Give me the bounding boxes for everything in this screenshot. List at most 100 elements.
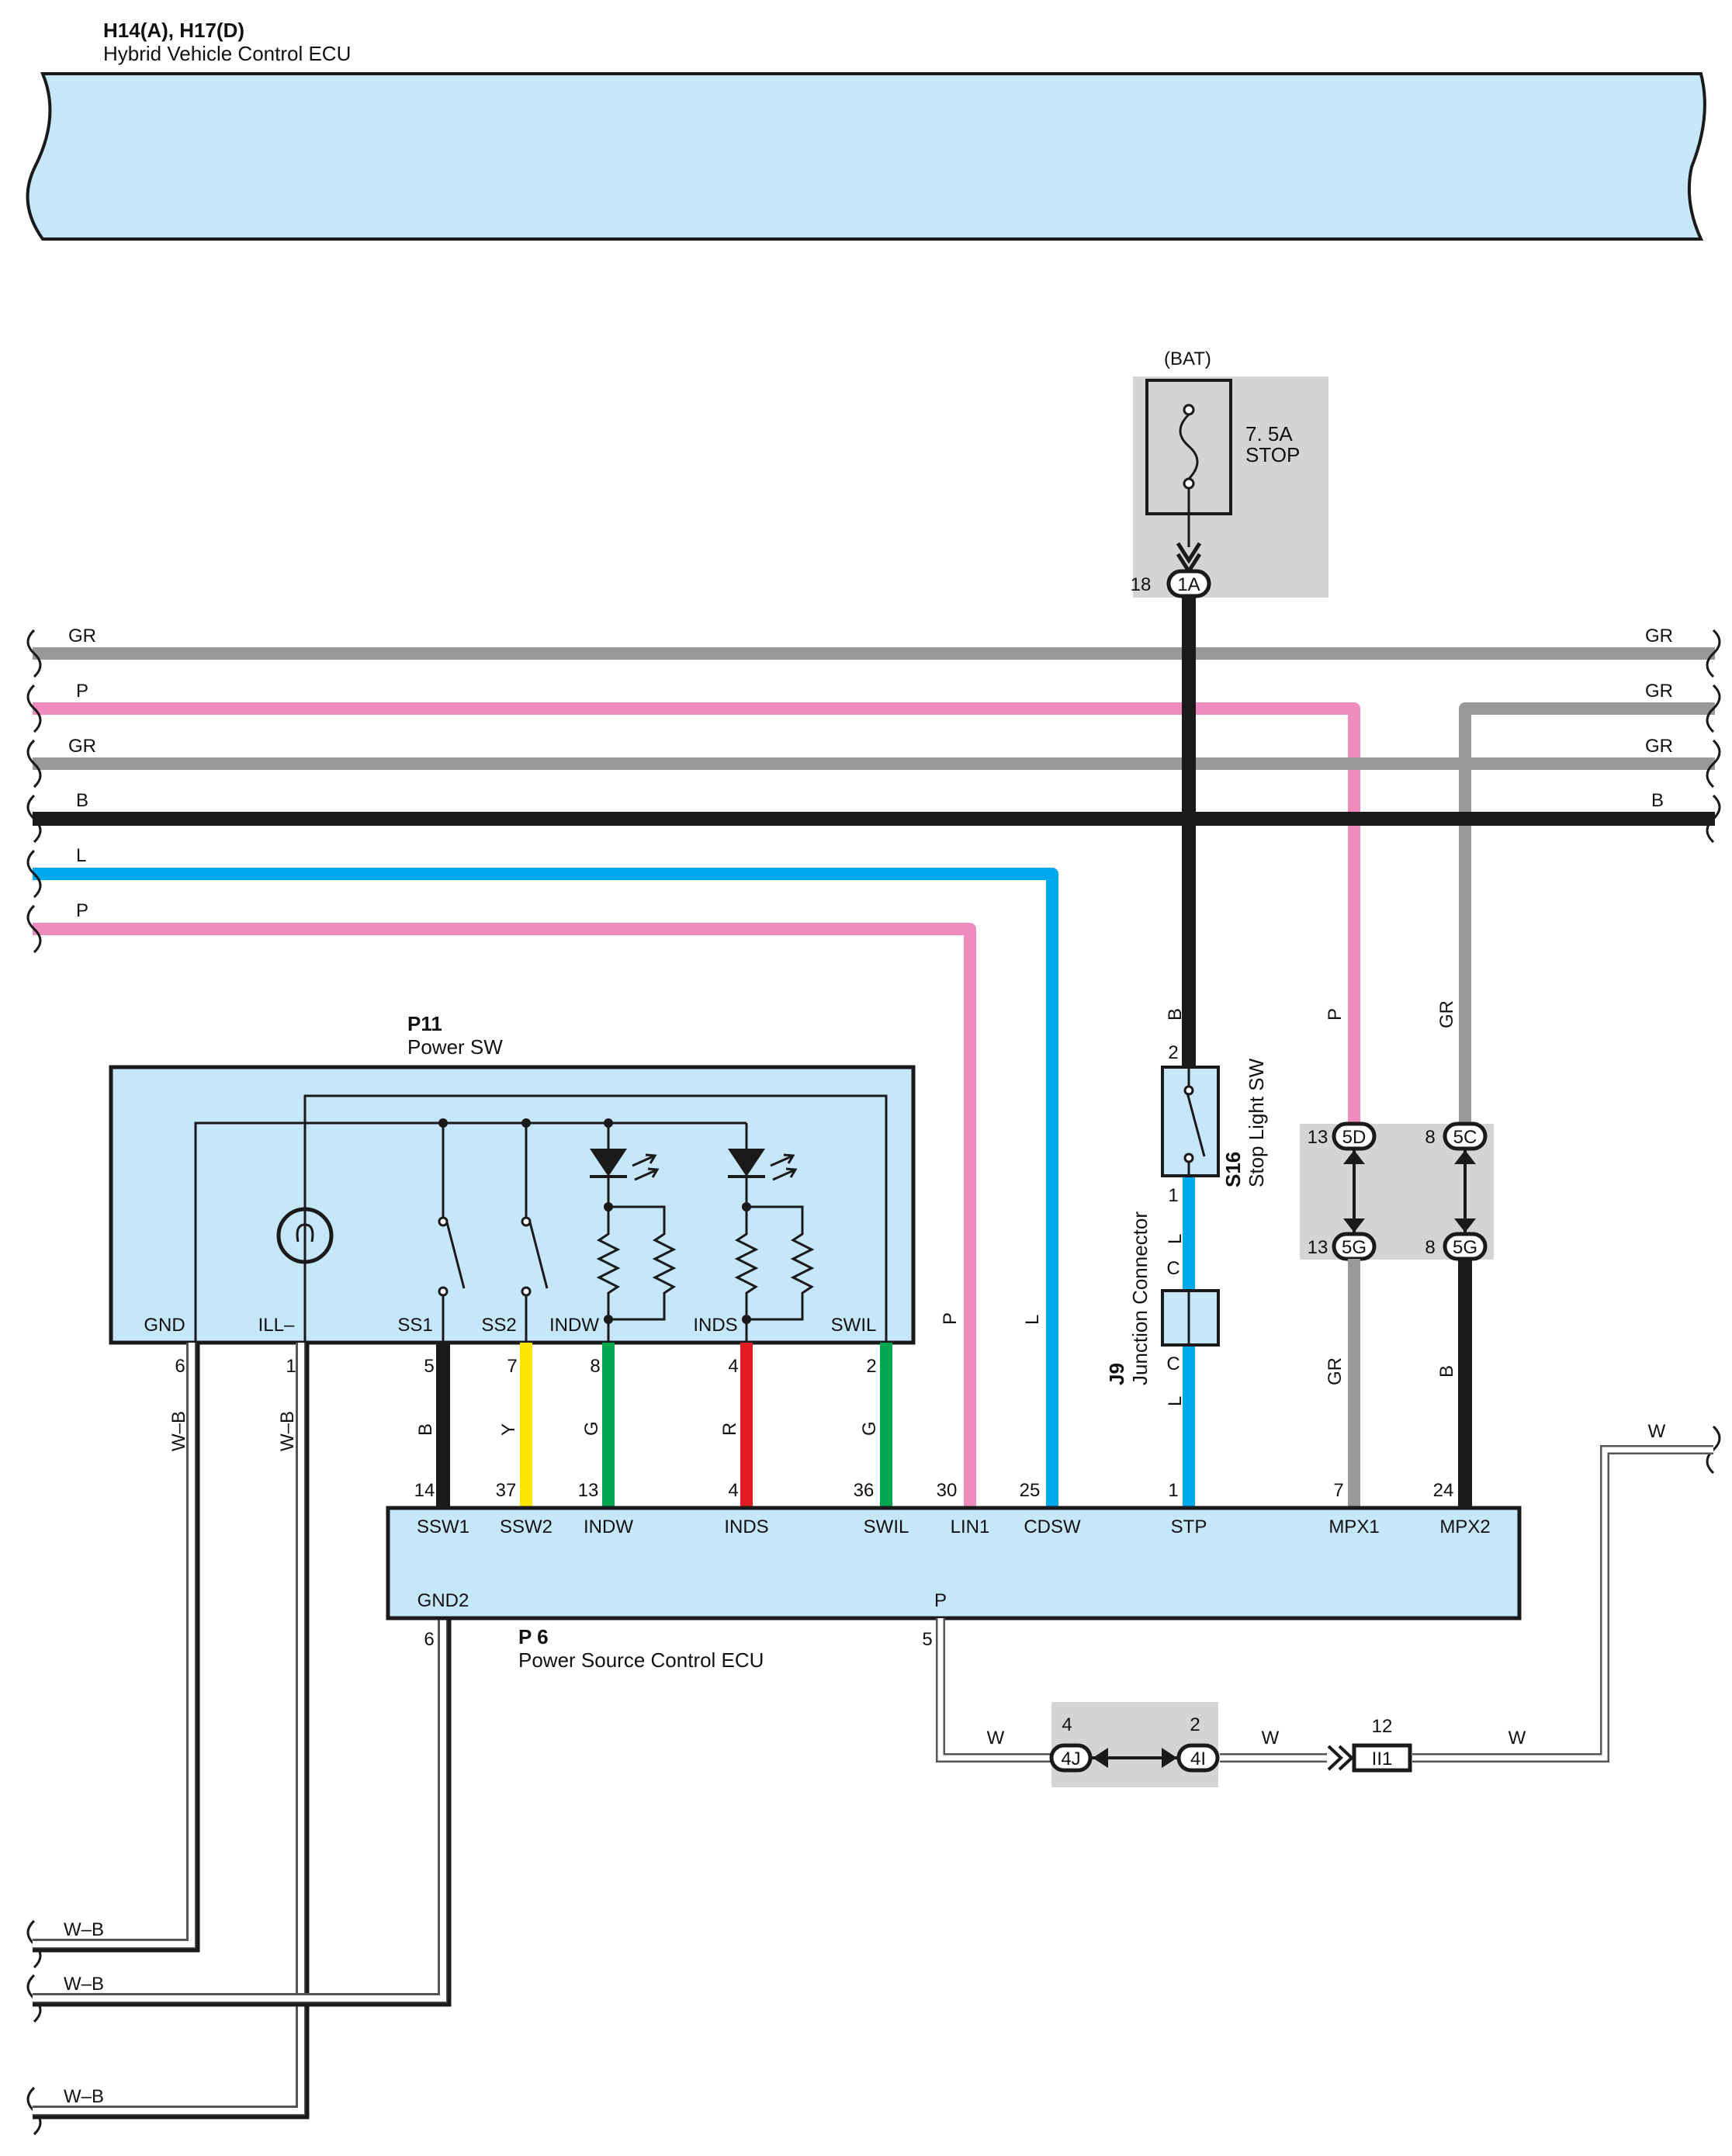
power-sw-num-ss1: 5: [424, 1356, 434, 1377]
w-wire-3: [1412, 1447, 1713, 1761]
bus-p-1-right-label: GR: [1645, 681, 1673, 702]
mpx1-wire-top-label: P: [1325, 1008, 1346, 1021]
bus-gr-2-left-label: GR: [68, 736, 96, 757]
bottom-w-chain: [936, 1445, 1713, 1763]
lin1-wire-label: P: [940, 1312, 961, 1325]
connector-4j-pin: 4: [1062, 1714, 1072, 1735]
fuse-rating: 7. 5A: [1245, 422, 1293, 445]
connector-ii1: II1 12: [1327, 1716, 1412, 1773]
junction-connector-j9: C C J9 Junction Connector: [1105, 1211, 1220, 1385]
power-source-control-ecu: 14 37 13 4 36 30 25 1 7 24 SSW1 SSW2 IND…: [386, 1480, 1522, 1672]
bus-p-2-left-label: P: [76, 900, 88, 921]
right-line-breaks: [1706, 629, 1721, 1475]
junction-id: J9: [1105, 1363, 1128, 1385]
mpx1-wire-bot-label: GR: [1325, 1357, 1346, 1385]
stop-sw-name: Stop Light SW: [1245, 1058, 1268, 1187]
w-wire-2-label: W: [1262, 1728, 1280, 1749]
signal-wires: [436, 1343, 892, 1508]
power-sw-body: [109, 1065, 916, 1345]
psc-num-ssw1: 14: [414, 1480, 435, 1501]
connector-ii1-label: II1: [1372, 1749, 1393, 1770]
mpx-connectors: P GR 5D 13 5G 13 5C 8 5G 8 GR B: [1308, 1000, 1488, 1508]
ground-wires: [33, 1343, 452, 2120]
ground-label-2: W–B: [64, 1974, 104, 1995]
connector-5g-left-pin: 13: [1308, 1237, 1328, 1258]
psc-num-mpx1: 7: [1333, 1480, 1343, 1501]
stop-b-wire-label: B: [1165, 1008, 1186, 1021]
power-sw-internal: [194, 1094, 888, 1343]
fuse-pin-number: 18: [1131, 574, 1152, 595]
power-sw-num-inds: 4: [728, 1356, 738, 1377]
ii1-chevron-icon: [1327, 1745, 1354, 1771]
psc-num-mpx2: 24: [1433, 1480, 1454, 1501]
psc-pin-mpx1: MPX1: [1328, 1516, 1379, 1537]
ss2-wire: [520, 1343, 532, 1508]
ss2-wire-label: Y: [498, 1423, 519, 1436]
ecu-h-name: Hybrid Vehicle Control ECU: [103, 42, 351, 65]
psc-num-lin1: 30: [937, 1480, 958, 1501]
ground-label-3: W–B: [64, 2086, 104, 2107]
power-sw-num-gnd: 6: [175, 1356, 185, 1377]
bus-l: [33, 868, 1058, 1508]
stop-sw-pin-bot: 1: [1168, 1185, 1178, 1206]
connector-5c-pin: 8: [1425, 1127, 1435, 1148]
power-sw-num-swil: 2: [866, 1356, 876, 1377]
connector-5g-left-label: 5G: [1342, 1237, 1367, 1258]
junction-name: Junction Connector: [1128, 1211, 1152, 1385]
connector-4i-pin: 2: [1190, 1714, 1200, 1735]
psc-ecu-body: [386, 1506, 1522, 1620]
bus-p-1-left-label: P: [76, 681, 88, 702]
connector-4i-label: 4I: [1190, 1749, 1206, 1770]
junction-top-letter: C: [1166, 1258, 1179, 1279]
stop-light-switch: 2 1 S16 Stop Light SW: [1161, 1042, 1268, 1206]
connector-4j: [1049, 1743, 1093, 1773]
psc-pin-stp: STP: [1171, 1516, 1207, 1537]
power-sw-pin-gnd: GND: [144, 1315, 185, 1336]
power-sw-pin-ill: ILL–: [258, 1315, 295, 1336]
stop-sw-pin-top: 2: [1168, 1042, 1178, 1063]
indw-led-icon: [590, 1149, 660, 1181]
psc-pin-mpx2: MPX2: [1439, 1516, 1490, 1537]
ss1-wire-label: B: [415, 1423, 436, 1436]
psc-pin-swil: SWIL: [864, 1516, 909, 1537]
psc-pin-ssw1: SSW1: [417, 1516, 469, 1537]
stop-sw-id: S16: [1221, 1152, 1245, 1187]
connector-ii1-pin: 12: [1372, 1716, 1393, 1737]
psc-pin-lin1: LIN1: [951, 1516, 990, 1537]
bus-gr-2-right-label: GR: [1645, 736, 1673, 757]
power-sw-pin-ss2: SS2: [481, 1315, 516, 1336]
connector-5c-label: 5C: [1453, 1127, 1477, 1148]
fuse-name: STOP: [1245, 443, 1300, 466]
power-sw-pin-indw: INDW: [549, 1315, 599, 1336]
w-wire-1-label: W: [987, 1728, 1005, 1749]
psc-pin-inds: INDS: [724, 1516, 768, 1537]
gnd-wire-2-vert-label: W–B: [277, 1411, 298, 1451]
mpx2-wire-top-label: GR: [1436, 1000, 1457, 1028]
psc-pin-p: P: [934, 1590, 947, 1611]
bus-l-left-label: L: [76, 845, 86, 866]
ground-label-1: W–B: [64, 1919, 104, 1940]
w-wire-3-label: W: [1509, 1728, 1526, 1749]
bus-b-right-label: B: [1651, 790, 1664, 811]
power-sw-num-indw: 8: [590, 1356, 600, 1377]
swil-wire-label: G: [859, 1421, 880, 1436]
psc-num-indw: 13: [578, 1480, 599, 1501]
ss2-contact-bot: [521, 1286, 532, 1297]
junction-bot-letter: C: [1166, 1354, 1179, 1374]
inds-led-icon: [728, 1149, 798, 1181]
indw-wire-label: G: [581, 1421, 602, 1436]
junction-body: [1161, 1289, 1220, 1347]
psc-pin-gnd2: GND2: [417, 1590, 469, 1611]
psc-num-inds: 4: [728, 1480, 738, 1501]
stop-l-wire-top-label: L: [1165, 1234, 1186, 1244]
w-wire-out-label: W: [1648, 1421, 1666, 1442]
gnd-wire-3: [33, 1618, 446, 2002]
mpx2-wire-bot-label: B: [1436, 1365, 1457, 1378]
cdsw-wire-label: L: [1022, 1315, 1043, 1325]
bat-label: (BAT): [1164, 348, 1211, 369]
ecu-body: [26, 72, 1706, 241]
gnd-wire-1-vert-label: W–B: [168, 1411, 189, 1451]
inds-wire-label: R: [719, 1423, 740, 1436]
bus-p-2: [33, 923, 976, 1508]
